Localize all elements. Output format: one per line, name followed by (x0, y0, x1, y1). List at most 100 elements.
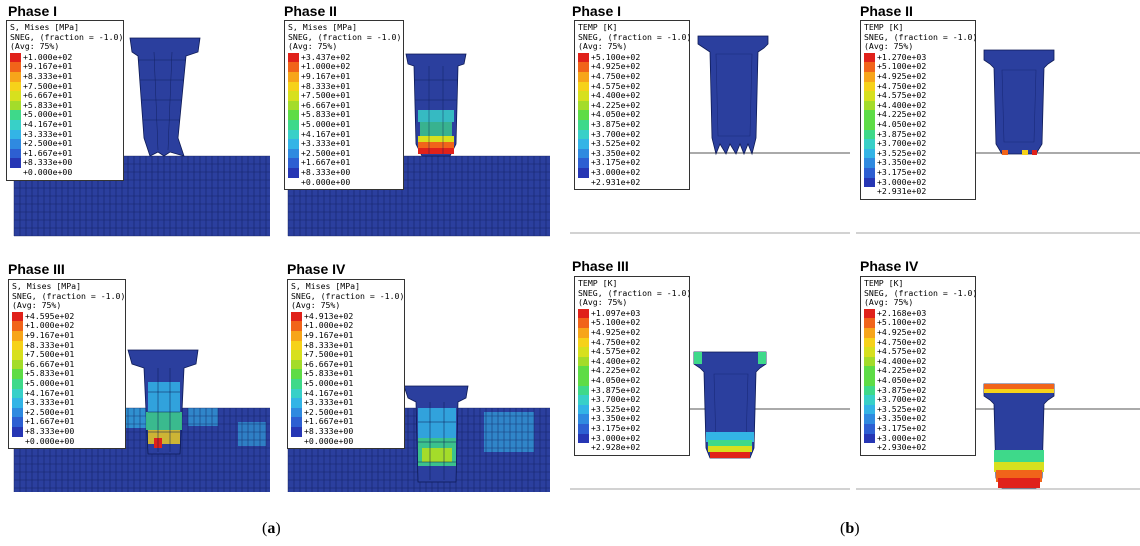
legend-swatch (10, 100, 21, 111)
legend-row: +3.525e+02 (578, 404, 686, 415)
legend-swatch (864, 327, 875, 338)
legend-value: +4.925e+02 (591, 326, 641, 337)
legend-row: +7.500e+01 (288, 91, 400, 101)
legend-value: +5.833e+01 (304, 368, 354, 379)
a3-grid (13, 407, 270, 492)
legend-value: +8.333e+00 (23, 157, 73, 168)
legend-swatch (12, 369, 23, 379)
legend-swatch (578, 308, 589, 319)
legend-row: +3.350e+02 (864, 414, 972, 424)
legend-swatch (578, 119, 589, 130)
legend-header-1: TEMP [K] (864, 278, 904, 288)
legend-swatch (864, 356, 875, 367)
legend-header-3: (Avg: 75%) (291, 300, 341, 311)
legend-swatch (12, 311, 23, 322)
legend-value: +5.000e+01 (301, 118, 351, 129)
legend-header-1: TEMP [K] (578, 278, 618, 288)
legend-value: +8.333e+00 (25, 425, 75, 436)
legend-swatch (291, 388, 302, 399)
legend-value: +3.175e+02 (591, 422, 641, 433)
legend-value: +4.400e+02 (877, 99, 927, 110)
legend-swatch (864, 167, 875, 178)
legend-row: +3.000e+02 (578, 167, 686, 178)
legend-swatch (10, 119, 21, 130)
legend-row: +6.667e+01 (10, 91, 120, 101)
a-phase-1-title: Phase I (8, 3, 58, 19)
legend-row: +4.925e+02 (578, 326, 686, 338)
legend-row: +3.700e+02 (864, 395, 972, 405)
legend-swatch (12, 426, 23, 437)
legend-swatch (864, 385, 875, 396)
legend-value: +3.000e+02 (877, 176, 927, 187)
legend-value: +4.575e+02 (591, 346, 641, 357)
legend-value: +5.833e+01 (301, 109, 351, 120)
legend-swatch (12, 398, 23, 408)
legend-scale: +2.168e+03+5.100e+02+4.925e+02+4.750e+02… (864, 308, 972, 453)
legend-row: +4.750e+02 (864, 337, 972, 348)
legend-row: +8.333e+01 (10, 70, 120, 82)
legend-row: +3.175e+02 (578, 422, 686, 434)
legend-row: +4.225e+02 (578, 366, 686, 376)
legend-swatch (578, 158, 589, 168)
legend-swatch (288, 148, 299, 159)
legend-row: +3.333e+01 (10, 129, 120, 140)
legend-swatch (288, 139, 299, 149)
b-phase-4-tool (856, 383, 1140, 490)
legend-swatch (864, 119, 875, 130)
legend-swatch (578, 148, 589, 159)
legend-swatch (864, 110, 875, 120)
legend-row: +1.000e+02 (291, 321, 401, 331)
legend-value: +3.350e+02 (591, 147, 641, 158)
legend-row: +6.667e+01 (291, 359, 401, 370)
legend-row: +2.168e+03 (864, 308, 972, 319)
legend-value: +8.333e+01 (23, 70, 73, 81)
legend-value: +1.000e+02 (23, 51, 73, 62)
legend-row: +1.000e+02 (12, 321, 122, 331)
legend-value: +8.333e+00 (301, 166, 351, 177)
legend-value: +4.050e+02 (877, 118, 927, 129)
legend-swatch (578, 91, 589, 101)
legend-value: +3.333e+01 (304, 397, 354, 408)
legend-row: +5.833e+01 (12, 369, 122, 379)
legend-value: +5.833e+01 (25, 368, 75, 379)
legend-value: +5.000e+01 (304, 377, 354, 388)
legend-swatch (291, 350, 302, 360)
legend-value: +3.875e+02 (591, 118, 641, 129)
panel-b-label: (b) (840, 520, 860, 537)
legend-row: +4.167e+01 (10, 118, 120, 130)
legend-value: +4.167e+01 (23, 118, 73, 129)
panel-a-letter: a (267, 520, 276, 537)
legend-row: +9.167e+01 (12, 330, 122, 341)
b-phase-2-tool (856, 49, 1140, 234)
legend-swatch (578, 81, 589, 92)
legend-row: +0.000e+00 (12, 436, 122, 447)
legend-swatch (288, 167, 299, 178)
legend-swatch (12, 359, 23, 370)
legend-swatch (578, 404, 589, 415)
legend-row: +5.833e+01 (291, 369, 401, 379)
legend-swatch (12, 330, 23, 341)
legend-row: +4.167e+01 (291, 387, 401, 399)
b-phase-1-title: Phase I (572, 3, 622, 19)
legend-header-1: TEMP [K] (578, 22, 618, 32)
legend-row: +3.700e+02 (578, 129, 686, 140)
legend-header-2: SNEG, (fraction = -1.0) (288, 31, 402, 42)
legend-row: +4.050e+02 (578, 375, 686, 386)
legend-row: +6.667e+01 (12, 359, 122, 370)
legend-value: +8.333e+01 (304, 339, 354, 350)
legend-swatch (10, 71, 21, 82)
legend-swatch (578, 366, 589, 376)
legend-row: +1.667e+01 (10, 148, 120, 159)
legend-swatch (288, 52, 299, 63)
legend-header-1: S, Mises [MPa] (291, 281, 361, 291)
legend-value: +4.167e+01 (304, 387, 354, 398)
legend-value: +5.100e+02 (877, 61, 927, 72)
legend-scale: +1.097e+03+5.100e+02+4.925e+02+4.750e+02… (578, 308, 686, 453)
legend-row: +8.333e+01 (288, 81, 400, 92)
panel-a-label: (a) (262, 520, 281, 537)
legend-value: +3.333e+01 (301, 138, 351, 149)
legend-value: +1.000e+02 (304, 320, 354, 331)
a-phase-1-mesh (13, 37, 270, 237)
legend-row: +1.667e+01 (288, 158, 400, 168)
b-phase-3-tool (570, 351, 850, 490)
